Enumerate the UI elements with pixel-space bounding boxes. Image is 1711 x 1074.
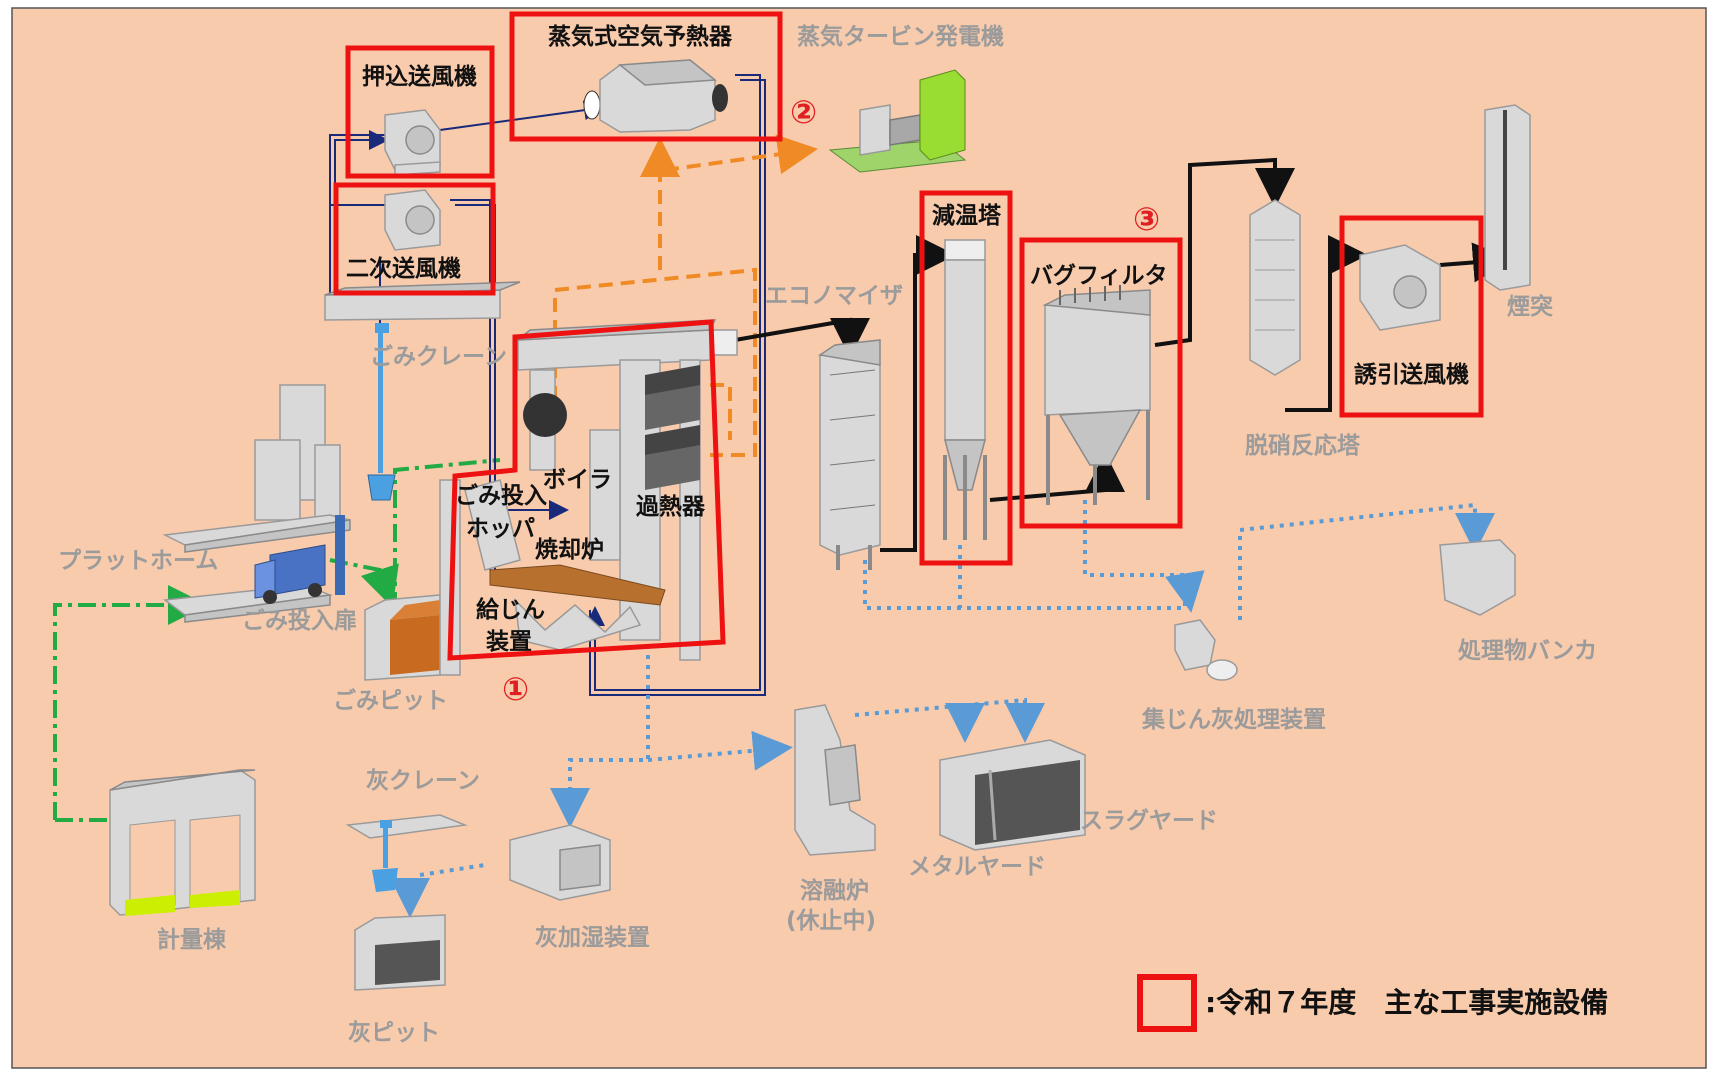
product-bunker-shape <box>1439 539 1516 616</box>
steam-flow-lines <box>553 134 818 457</box>
label-feeder-2: 装置 <box>486 629 532 655</box>
label-weighbridge: 計量棟 <box>157 926 227 953</box>
label-push-fan: 押込送風機 <box>362 63 477 90</box>
induced-fan-shape <box>1359 244 1441 331</box>
legend-text: :令和７年度 主な工事実施設備 <box>1205 986 1608 1019</box>
denox-tower-shape <box>1249 199 1301 376</box>
label-cooling-tower: 減温塔 <box>932 203 1002 229</box>
label-boiler: ボイラ <box>543 467 612 493</box>
label-metal-yard: メタルヤード <box>908 854 1046 880</box>
frame-push-fan <box>345 45 495 179</box>
label-dump-door: ごみ投入扉 <box>242 607 357 634</box>
frame-secondary-fan <box>333 182 496 296</box>
garbage-truck <box>254 515 345 604</box>
ash-pit-shape <box>354 914 446 991</box>
highlight-frames <box>333 11 1484 661</box>
label-hopper-1: ごみ投入 <box>455 482 547 509</box>
waste-crane-shape <box>367 323 396 501</box>
steam-preheater-shape <box>583 59 728 133</box>
push-fan-shape <box>384 109 441 176</box>
ash-crane-shape <box>345 814 468 892</box>
label-fly-ash-treatment: 集じん灰処理装置 <box>1141 706 1326 733</box>
label-melting-furnace: 溶融炉 <box>800 877 869 904</box>
melting-furnace-shape <box>794 704 876 856</box>
frame-incinerator <box>447 319 726 661</box>
waste-flow-lines <box>53 458 501 822</box>
label-waste-crane: ごみクレーン <box>370 343 507 370</box>
platform-shape <box>162 514 351 623</box>
secondary-fan-shape <box>384 189 441 251</box>
label-ash-pit: 灰ピット <box>348 1019 440 1046</box>
yard-shape <box>939 739 1086 851</box>
chimney-shape <box>1484 104 1531 291</box>
marker-1: ① <box>502 670 529 708</box>
cooling-tower-shape <box>943 239 987 540</box>
label-waste-pit: ごみピット <box>333 687 448 714</box>
steam-turbine-shape <box>828 69 967 173</box>
label-steam-preheater: 蒸気式空気予熱器 <box>548 23 733 50</box>
label-chimney: 煙突 <box>1507 293 1553 320</box>
label-steam-turbine: 蒸気タービン発電機 <box>797 23 1004 50</box>
fly-ash-treatment-shape <box>1174 619 1238 681</box>
bag-filter-shape <box>1042 285 1151 505</box>
legend-frame-swatch <box>1137 974 1197 1032</box>
economizer-shape <box>818 339 881 570</box>
label-feeder-1: 給じん <box>476 596 545 623</box>
weighbridge-shape <box>109 769 256 916</box>
boiler-banks <box>589 329 738 561</box>
frame-cooling-tower <box>919 190 1013 566</box>
frame-bag-filter <box>1019 237 1183 529</box>
label-economizer: エコノマイザ <box>765 283 903 309</box>
grate-shape <box>489 393 666 651</box>
ash-humidifier-shape <box>509 824 611 901</box>
label-incinerator: 焼却炉 <box>535 536 604 563</box>
label-melting-status: (休止中) <box>786 908 876 934</box>
label-secondary-fan: 二次送風機 <box>346 255 461 282</box>
label-slag-yard: スラグヤード <box>1080 807 1218 834</box>
label-denox-tower: 脱硝反応塔 <box>1245 432 1361 459</box>
label-product-bunker: 処理物バンカ <box>1458 637 1597 664</box>
marker-3: ③ <box>1133 200 1160 238</box>
label-ash-crane: 灰クレーン <box>366 767 480 794</box>
label-induced-fan: 誘引送風機 <box>1354 361 1469 388</box>
ash-flow-lines <box>390 500 1495 918</box>
label-hopper-2: ホッパ <box>466 516 535 542</box>
label-platform: プラットホーム <box>58 548 218 574</box>
marker-2: ② <box>790 93 817 131</box>
hopper-shape <box>464 479 521 571</box>
label-ash-humidifier: 灰加湿装置 <box>535 924 650 951</box>
label-bag-filter: バグフィルタ <box>1030 262 1168 289</box>
label-superheater: 過熱器 <box>636 493 706 520</box>
frame-steam-preheater <box>509 11 783 142</box>
frame-induced-fan <box>1339 215 1484 418</box>
